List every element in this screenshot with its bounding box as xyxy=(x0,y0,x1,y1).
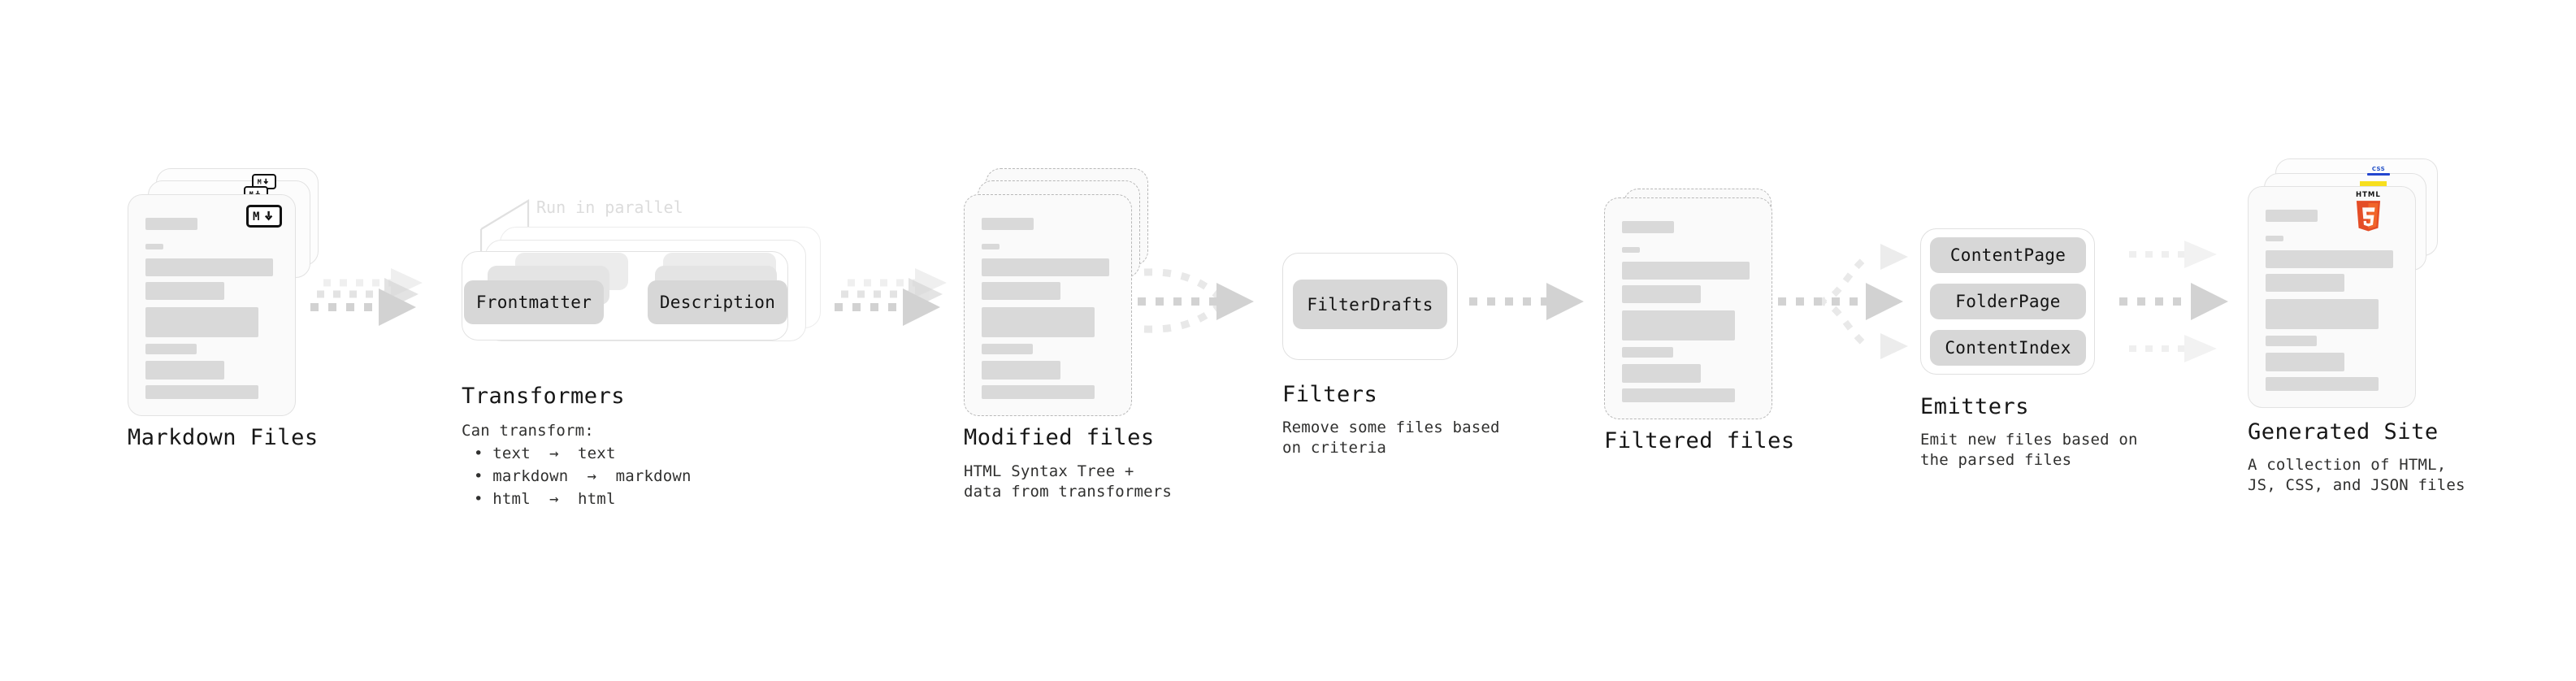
skeleton-block xyxy=(982,258,1109,276)
css-badge-bar xyxy=(2367,173,2390,176)
stage-title-filtered-files: Filtered files xyxy=(1604,428,1795,453)
conn-markdown-to-transformers xyxy=(310,268,423,326)
generated-site-subtitle: A collection of HTML, JS, CSS, and JSON … xyxy=(2248,456,2465,494)
skeleton-block xyxy=(1622,285,1701,303)
conn-transformers-to-modified xyxy=(835,268,947,326)
emitters-chip-contentindex[interactable]: ContentIndex xyxy=(1930,330,2086,366)
skeleton-subtitle xyxy=(145,244,163,249)
skeleton-block xyxy=(1622,388,1735,402)
conn-modified-to-filters xyxy=(1138,268,1254,333)
skeleton-title xyxy=(982,218,1034,230)
skeleton-block xyxy=(145,307,258,337)
skeleton-block xyxy=(2266,353,2344,371)
css-badge: CSS xyxy=(2367,166,2390,176)
filters-subtitle: Remove some files based on criteria xyxy=(1282,419,1500,457)
filtered-card-front xyxy=(1604,197,1772,419)
stage-title-modified-files: Modified files xyxy=(964,425,1155,450)
emitters-chip-contentpage[interactable]: ContentPage xyxy=(1930,237,2086,273)
conn-filters-to-filtered xyxy=(1469,283,1584,320)
transformers-subtitle: Can transform: xyxy=(462,422,594,440)
transformers-bullet-0: • text → text xyxy=(474,445,616,462)
conn-emitters-to-site xyxy=(2119,241,2228,362)
skeleton-block xyxy=(982,307,1095,337)
skeleton-block xyxy=(2266,336,2317,346)
svg-text:M: M xyxy=(253,210,259,222)
html5-badge-label: HTML xyxy=(2356,191,2381,199)
skeleton-block xyxy=(1622,310,1735,340)
skeleton-block xyxy=(982,344,1033,354)
stage-title-generated-site: Generated Site xyxy=(2248,419,2439,445)
skeleton-block xyxy=(982,282,1060,300)
skeleton-subtitle xyxy=(982,244,1000,249)
skeleton-block xyxy=(2266,299,2379,329)
stage-title-transformers: Transformers xyxy=(462,384,626,409)
html5-badge: HTML xyxy=(2354,191,2383,233)
stage-title-markdown-files: Markdown Files xyxy=(128,425,319,450)
skeleton-block xyxy=(145,385,258,399)
skeleton-subtitle xyxy=(2266,236,2283,241)
css-badge-label: CSS xyxy=(2371,166,2386,172)
modified-card-front xyxy=(964,194,1132,416)
skeleton-block xyxy=(2266,377,2379,391)
markdown-badge: M xyxy=(246,205,282,228)
transformer-chip-description[interactable]: Description xyxy=(648,280,787,324)
stage-title-filters: Filters xyxy=(1282,382,1378,407)
run-in-parallel-label: Run in parallel xyxy=(536,197,683,217)
skeleton-block xyxy=(145,344,197,354)
emitters-subtitle: Emit new files based on the parsed files xyxy=(1920,431,2138,469)
skeleton-block xyxy=(982,385,1095,399)
transformers-bullet-2: • html → html xyxy=(474,490,616,508)
modified-files-subtitle: HTML Syntax Tree + data from transformer… xyxy=(964,462,1173,501)
emitters-chip-folderpage[interactable]: FolderPage xyxy=(1930,284,2086,319)
bullet-text: markdown → markdown xyxy=(492,467,692,485)
skeleton-block xyxy=(145,361,224,380)
skeleton-block xyxy=(2266,274,2344,292)
transformers-bullet-1: • markdown → markdown xyxy=(474,467,692,485)
filters-chip-filterdrafts[interactable]: FilterDrafts xyxy=(1293,280,1447,329)
skeleton-title xyxy=(145,218,197,230)
site-card-front xyxy=(2248,186,2416,408)
bullet-text: html → html xyxy=(492,490,616,508)
skeleton-block xyxy=(145,282,224,300)
stage-title-emitters: Emitters xyxy=(1920,394,2030,419)
skeleton-title xyxy=(1622,221,1674,233)
transformer-chip-frontmatter[interactable]: Frontmatter xyxy=(464,280,604,324)
skeleton-block xyxy=(145,258,273,276)
skeleton-block xyxy=(1622,347,1673,358)
skeleton-block xyxy=(2266,250,2393,268)
skeleton-block xyxy=(1622,364,1701,383)
skeleton-title xyxy=(2266,210,2318,222)
conn-filtered-to-emitters xyxy=(1778,244,1908,359)
skeleton-block xyxy=(982,361,1060,380)
skeleton-subtitle xyxy=(1622,247,1640,253)
markdown-card-front xyxy=(128,194,296,416)
svg-text:M: M xyxy=(249,190,254,197)
bullet-text: text → text xyxy=(492,445,616,462)
skeleton-block xyxy=(1622,262,1750,280)
svg-text:M: M xyxy=(258,178,262,185)
